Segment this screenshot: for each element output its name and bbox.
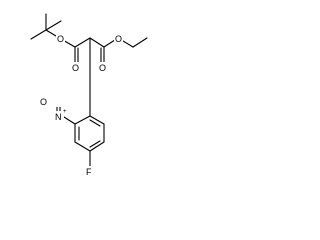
bond-tbu-methyl-left — [30, 29, 47, 40]
atom-o-ester-ethyl: O — [115, 34, 122, 44]
bond-ethyl-ch2-ch3 — [132, 37, 148, 48]
atom-nitro-n: N — [55, 112, 62, 122]
molecule-diagram: O O O O N + O F — [30, 13, 148, 177]
ring-bond-4 — [89, 141, 105, 152]
ring-bond-1 — [74, 115, 91, 125]
ring-bond-3 — [74, 141, 91, 152]
ring-double-3 — [89, 119, 101, 127]
atom-nitro-o: O — [40, 97, 47, 107]
atom-o-carbonyl-left: O — [72, 63, 79, 73]
ring-bond-6 — [89, 115, 105, 125]
atom-fluorine: F — [86, 167, 92, 177]
ring-double-2 — [89, 140, 101, 148]
atom-o-carbonyl-right: O — [99, 63, 106, 73]
bond-tbu-methyl-right — [45, 20, 62, 31]
nitro-n-charge: + — [63, 109, 67, 115]
structure-canvas: O O O O N + O F — [30, 13, 148, 177]
bond-carbonyl-left-to-ch — [74, 37, 91, 48]
atom-o-ester-tbu: O — [57, 34, 64, 44]
bond-ring-to-nitro-n — [63, 116, 76, 125]
bond-ch-to-carbonyl-right — [89, 37, 105, 48]
